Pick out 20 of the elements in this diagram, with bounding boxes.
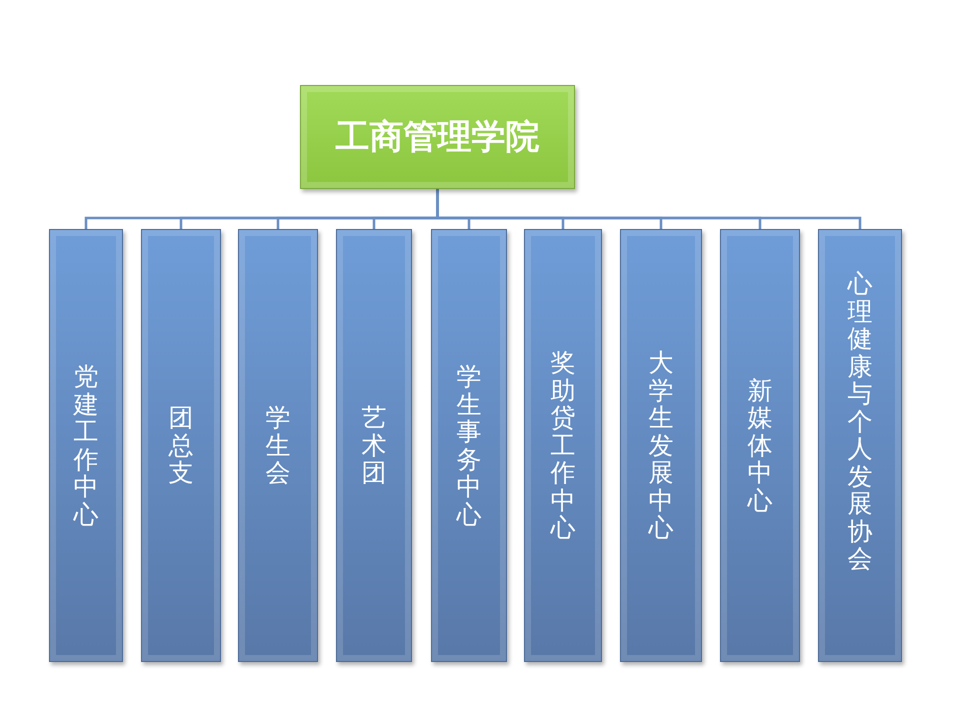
node-label: 心理健康与个人发展协会 (848, 270, 872, 572)
department-box (238, 229, 318, 662)
node-label: 党建工作中心 (74, 363, 98, 528)
department-box (620, 229, 702, 662)
department-box (141, 229, 221, 662)
node-label: 学生会 (266, 404, 290, 487)
root-box (300, 85, 575, 189)
node-label: 新媒体中心 (748, 376, 772, 514)
node-label: 艺术团 (362, 404, 386, 487)
department-box (524, 229, 602, 662)
node-label: 奖助贷工作中心 (550, 349, 576, 542)
department-box (720, 229, 800, 662)
node-label: 学生事务中心 (456, 363, 482, 528)
department-box (818, 229, 902, 662)
department-box (431, 229, 507, 662)
node-label: 大学生发展中心 (648, 349, 674, 542)
department-box (49, 229, 123, 662)
node-label: 工商管理学院 (336, 116, 540, 159)
node-label: 团总支 (168, 404, 194, 487)
department-box (336, 229, 412, 662)
